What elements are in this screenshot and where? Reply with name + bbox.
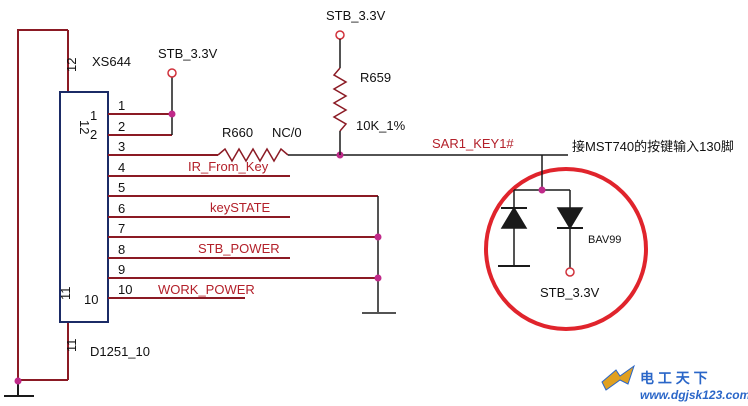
connector-part: D1251_10 — [90, 344, 150, 359]
stb-top-terminal — [335, 30, 345, 40]
net-ir-from-key: IR_From_Key — [188, 159, 269, 174]
inner-pin-number: 1 — [90, 108, 97, 123]
pin-number: 6 — [118, 201, 125, 216]
pin-number: 9 — [118, 262, 125, 277]
pin-number: 1 — [118, 98, 125, 113]
r659-ref: R659 — [360, 70, 391, 85]
inner-pin-top: 12 — [77, 120, 92, 134]
pin-number: 7 — [118, 221, 125, 236]
net-stb-power: STB_POWER — [198, 241, 280, 256]
outer-pin-top: 12 — [64, 58, 79, 72]
pin-number: 8 — [118, 242, 125, 257]
inner-pin-numbers: 1 2 10 — [84, 108, 98, 307]
pin-number: 4 — [118, 160, 125, 175]
watermark-url: www.dgjsk123.com — [640, 388, 748, 402]
inner-pin-number: 10 — [84, 292, 98, 307]
r660-value: NC/0 — [272, 125, 302, 140]
bav99-junction — [538, 186, 546, 194]
pin-wires — [108, 113, 378, 299]
pin-number: 10 — [118, 282, 132, 297]
sar-net-label: SAR1_KEY1# — [432, 136, 514, 151]
ground-bus-junction — [374, 274, 382, 282]
connector-refdes: XS644 — [92, 54, 131, 69]
ground-bus — [362, 196, 396, 314]
note-mst740: 接MST740的按键输入130脚 — [572, 139, 734, 154]
r660-resistor — [217, 147, 289, 163]
pin-numbers: 1 2 3 4 5 6 7 8 9 10 — [118, 98, 132, 297]
connector-body — [59, 91, 109, 323]
net-work-power: WORK_POWER — [158, 282, 255, 297]
inner-pin-number: 2 — [90, 127, 97, 142]
stb-left-label: STB_3.3V — [158, 46, 218, 61]
bav99-ref: BAV99 — [588, 234, 621, 246]
ground-bus-junction — [374, 233, 382, 241]
stb-left-terminal — [167, 68, 177, 78]
pin-number: 5 — [118, 180, 125, 195]
connector-frame-wire — [17, 29, 69, 381]
pin-number: 3 — [118, 139, 125, 154]
inner-pin-bottom: 11 — [58, 287, 73, 301]
watermark-brand: 电 工 天 下 — [640, 370, 708, 386]
r659-resistor — [332, 67, 348, 132]
stb-diode-terminal — [565, 267, 575, 277]
r659-value: 10K_1% — [356, 118, 406, 133]
stb-left-junction — [168, 110, 176, 118]
ground-junction — [14, 377, 22, 385]
highlight-circle — [484, 167, 648, 331]
net-key-state: keySTATE — [210, 200, 271, 215]
outer-pin-bottom: 11 — [64, 339, 79, 353]
stb-diode-label: STB_3.3V — [540, 285, 600, 300]
watermark-logo: 电 工 天 下 www.dgjsk123.com — [601, 364, 748, 402]
stb-top-label: STB_3.3V — [326, 8, 386, 23]
r660-ref: R660 — [222, 125, 253, 140]
pin-number: 2 — [118, 119, 125, 134]
